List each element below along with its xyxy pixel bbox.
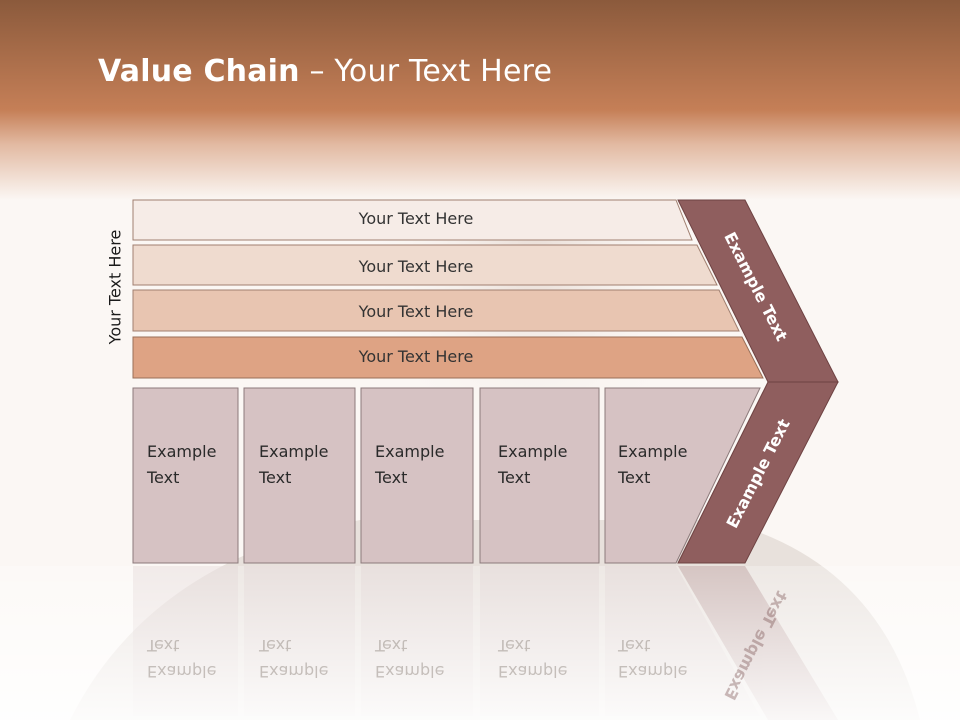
title-rest: – Your Text Here [299, 54, 553, 89]
box-label-5: Example Text [618, 442, 688, 487]
box-label-1: Example Text [147, 442, 217, 487]
bar-4 [132, 336, 764, 379]
bar-3 [132, 289, 740, 332]
bar-label-4: Your Text Here [358, 347, 474, 366]
box-1 [132, 387, 239, 564]
bar-2 [132, 244, 718, 286]
box-label-1-reflection: Example Text [147, 636, 217, 681]
box-3 [360, 387, 474, 564]
title-bold: Value Chain [98, 54, 300, 89]
bar-label-3: Your Text Here [358, 302, 474, 321]
box-label-5-reflection: Example Text [618, 636, 688, 681]
box-5 [604, 387, 761, 564]
bar-label-2: Your Text Here [358, 257, 474, 276]
box-2 [243, 387, 356, 564]
box-label-3: Example Text [375, 442, 445, 487]
box-label-2: Example Text [259, 442, 329, 487]
chevron-lower [677, 381, 839, 564]
bar-1 [132, 199, 693, 241]
box-label-2-reflection: Example Text [259, 636, 329, 681]
box-4 [479, 387, 600, 564]
page-title: Value Chain – Your Text Here [98, 54, 552, 89]
bar-label-1: Your Text Here [358, 209, 474, 228]
box-label-4: Example Text [498, 442, 568, 487]
box-label-3-reflection: Example Text [375, 636, 445, 681]
box-label-4-reflection: Example Text [498, 636, 568, 681]
